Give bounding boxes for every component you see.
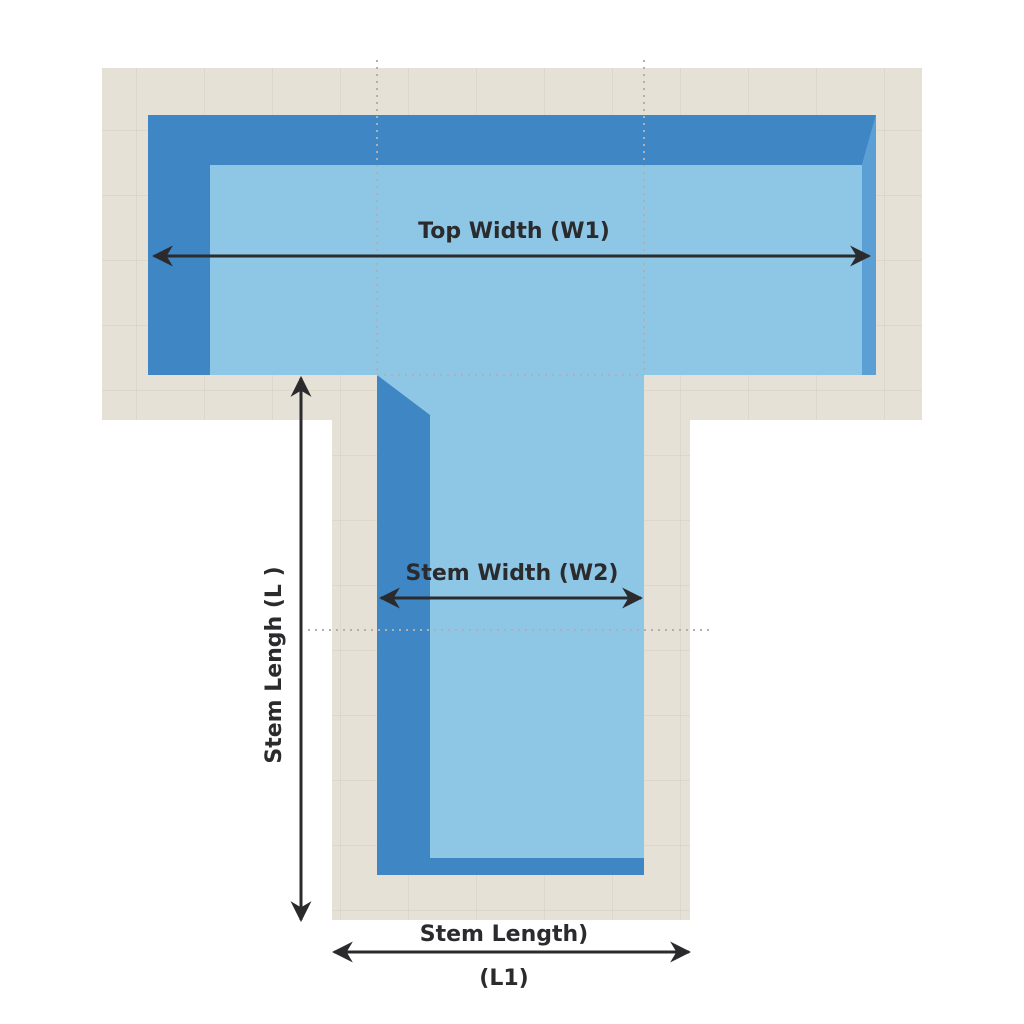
- stem-width-label: Stem Width (W2): [406, 561, 619, 586]
- top-basin: [148, 115, 876, 375]
- guide-lines: [308, 60, 714, 631]
- stem-length-bottom-symbol: (L1): [479, 966, 528, 991]
- stem-length-bottom-label: Stem Length): [420, 922, 588, 947]
- stem-basin: [377, 375, 644, 875]
- top-width-label: Top Width (W1): [418, 219, 610, 244]
- stem-length-vertical-label: Stem Lengh (L ): [262, 566, 287, 763]
